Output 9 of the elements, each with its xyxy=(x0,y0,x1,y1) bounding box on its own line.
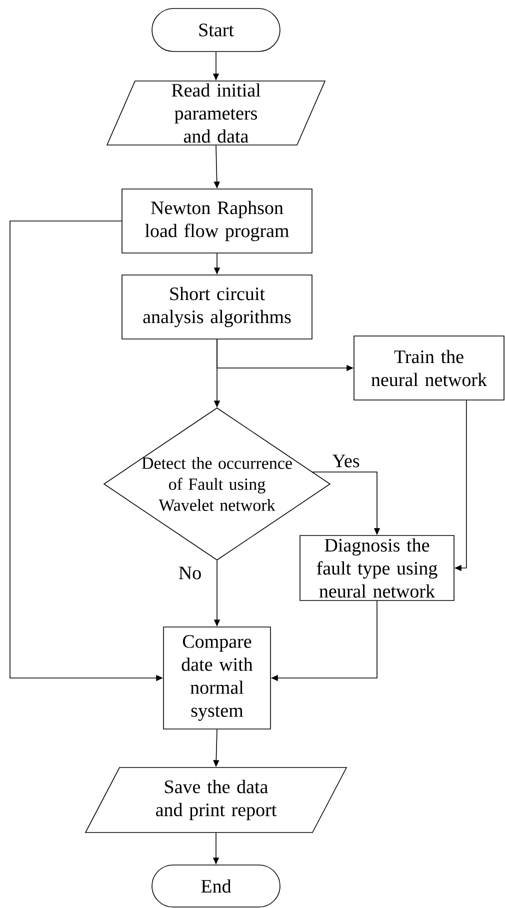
terminal-box: End xyxy=(152,864,280,908)
terminal-box: Start xyxy=(152,8,280,52)
process-box: Train the neural network xyxy=(354,336,504,400)
process-box: Compare date with normal system xyxy=(163,626,271,730)
edge-label: No xyxy=(177,566,203,580)
process-box: Diagnosis the fault type using neural network xyxy=(300,535,454,601)
edge-label: Yes xyxy=(331,454,361,468)
process-box: Short circuit analysis algorithms xyxy=(122,274,312,340)
process-box: Newton Raphson load flow program xyxy=(122,188,312,254)
